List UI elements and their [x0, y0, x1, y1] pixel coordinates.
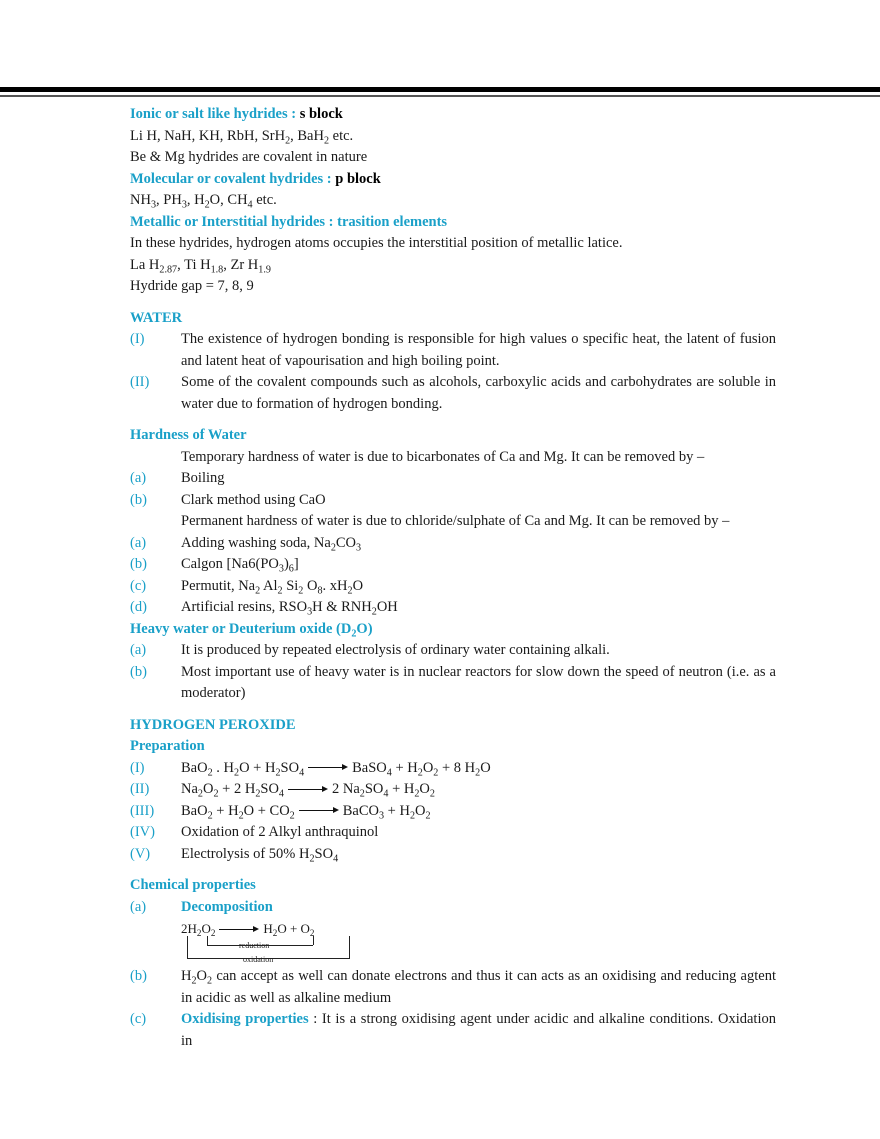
molecular-examples: NH3, PH3, H2O, CH4 etc.	[130, 192, 277, 211]
item-text: The existence of hydrogen bonding is res…	[181, 331, 776, 369]
item-number: (II)	[130, 374, 150, 390]
item-text: Clark method using CaO	[181, 491, 326, 508]
item-number: (a)	[130, 898, 147, 915]
reaction-arrow-icon	[308, 763, 349, 773]
list-item: (a) It is produced by repeated electrolys…	[130, 640, 776, 662]
list-item: (b) H2O2 can accept as well can donate el…	[130, 966, 776, 1009]
item-text: Boiling	[181, 470, 225, 486]
item-number: (b)	[130, 556, 147, 572]
reaction-arrow-icon	[298, 806, 339, 816]
decomposition-item: (a) Decomposition	[130, 897, 776, 919]
item-text: H2O2 can accept as well can donate elect…	[181, 968, 776, 1006]
item-number: (I)	[130, 759, 145, 776]
heading-text: Ionic or salt like hydrides :	[130, 106, 300, 122]
item-text: Oxidation of 2 Alkyl anthraquinol	[181, 824, 379, 840]
list-item: (c) Permutit, Na2 Al2 Si2 O8. xH2O	[130, 576, 776, 598]
item-text: Calgon [Na6(PO3)6]	[181, 556, 299, 575]
item-number: (b)	[130, 663, 147, 680]
list-item: (c) Oxidising properties : It is a strong…	[130, 1009, 776, 1052]
water-list: (I) The existence of hydrogen bonding is …	[130, 329, 776, 415]
item-text: Electrolysis of 50% H2SO4	[181, 845, 339, 865]
item-number: (c)	[130, 577, 147, 594]
list-item: (a) Adding washing soda, Na2CO3	[130, 533, 776, 555]
item-text: It is produced by repeated electrolysis …	[181, 642, 610, 658]
list-item: (a) Boiling	[130, 468, 776, 490]
block-label: p block	[335, 170, 381, 187]
item-number: (II)	[130, 781, 150, 797]
item-text: Oxidising properties : It is a strong ox…	[181, 1011, 776, 1049]
item-number: (c)	[130, 1011, 147, 1027]
item-number: (d)	[130, 599, 147, 615]
item-number: (a)	[130, 470, 147, 486]
oxidation-label: oxidation	[243, 955, 274, 964]
list-item: (IV) Oxidation of 2 Alkyl anthraquinol	[130, 822, 776, 844]
hardness-heading: Hardness of Water	[130, 427, 247, 443]
metallic-note: In these hydrides, hydrogen atoms occupi…	[130, 235, 623, 251]
item-number: (IV)	[130, 824, 155, 840]
temporary-hardness-list: (a) Boiling (b) Clark method using CaO	[130, 468, 776, 511]
reduction-bracket-right	[313, 936, 314, 945]
peroxide-heading: HYDROGEN PEROXIDE	[130, 716, 296, 733]
list-item: (I) The existence of hydrogen bonding is …	[130, 329, 776, 372]
page-content: Ionic or salt like hydrides : s block Li…	[130, 104, 776, 1052]
heavy-water-list: (a) It is produced by repeated electrolys…	[130, 640, 776, 705]
item-text: Some of the covalent compounds such as a…	[181, 374, 776, 412]
oxidation-bracket-bottom	[187, 958, 312, 959]
item-text: Adding washing soda, Na2CO3	[181, 534, 362, 554]
reaction-arrow-icon	[219, 925, 260, 935]
heavy-water-heading: Heavy water or Deuterium oxide (D2O)	[130, 620, 373, 640]
oxidation-bracket-bottom-2	[312, 958, 350, 959]
item-number: (a)	[130, 642, 147, 658]
reaction-arrow-icon	[287, 785, 328, 795]
reduction-bracket-bottom	[207, 945, 313, 946]
list-item: (d) Artificial resins, RSO3H & RNH2OH	[130, 597, 776, 619]
oxidation-bracket-left	[187, 936, 188, 958]
ionic-note: Be & Mg hydrides are covalent in nature	[130, 149, 368, 165]
permanent-hardness-text: Permanent hardness of water is due to ch…	[181, 513, 730, 529]
item-number: (b)	[130, 968, 147, 984]
item-text: Most important use of heavy water is in …	[181, 663, 776, 702]
list-item: (b) Calgon [Na6(PO3)6]	[130, 554, 776, 576]
water-heading: WATER	[130, 309, 183, 326]
item-text: Permutit, Na2 Al2 Si2 O8. xH2O	[181, 577, 364, 597]
heading-text: Molecular or covalent hydrides :	[130, 170, 336, 187]
hydride-gap: Hydride gap = 7, 8, 9	[130, 278, 254, 294]
item-number: (I)	[130, 331, 145, 347]
ionic-hydrides-heading: Ionic or salt like hydrides : s block	[130, 104, 776, 126]
header-rule-thin	[0, 95, 880, 97]
metallic-hydrides-heading: Metallic or Interstitial hydrides : tras…	[130, 213, 448, 230]
list-item: (b) Most important use of heavy water is …	[130, 662, 776, 705]
ionic-examples: Li H, NaH, KH, RbH, SrH2, BaH2 etc.	[130, 127, 354, 147]
chemical-properties-heading: Chemical properties	[130, 877, 256, 893]
oxidation-bracket-right	[349, 936, 350, 958]
item-number: (III)	[130, 802, 155, 819]
reduction-bracket-left	[207, 936, 208, 945]
block-label: s block	[299, 106, 343, 122]
peroxide-properties-list: (b) H2O2 can accept as well can donate el…	[130, 966, 776, 1052]
temporary-hardness-text: Temporary hardness of water is due to bi…	[181, 448, 705, 465]
item-number: (b)	[130, 491, 147, 508]
molecular-hydrides-heading: Molecular or covalent hydrides : p block	[130, 169, 776, 191]
list-item: (II) Some of the covalent compounds such …	[130, 372, 776, 415]
reduction-label: reduction	[239, 941, 270, 950]
item-text: Artificial resins, RSO3H & RNH2OH	[181, 599, 398, 618]
preparation-heading: Preparation	[130, 738, 205, 754]
decomposition-label: Decomposition	[181, 898, 273, 915]
permanent-hardness-list: (a) Adding washing soda, Na2CO3 (b) Calgon …	[130, 533, 776, 619]
item-number: (V)	[130, 845, 151, 862]
header-rule-thick	[0, 87, 880, 92]
list-item: (V) Electrolysis of 50% H2SO4	[130, 844, 776, 866]
item-number: (a)	[130, 534, 147, 551]
metallic-examples: La H2.87, Ti H1.8, Zr H1.9	[130, 256, 271, 276]
list-item: (b) Clark method using CaO	[130, 490, 776, 512]
